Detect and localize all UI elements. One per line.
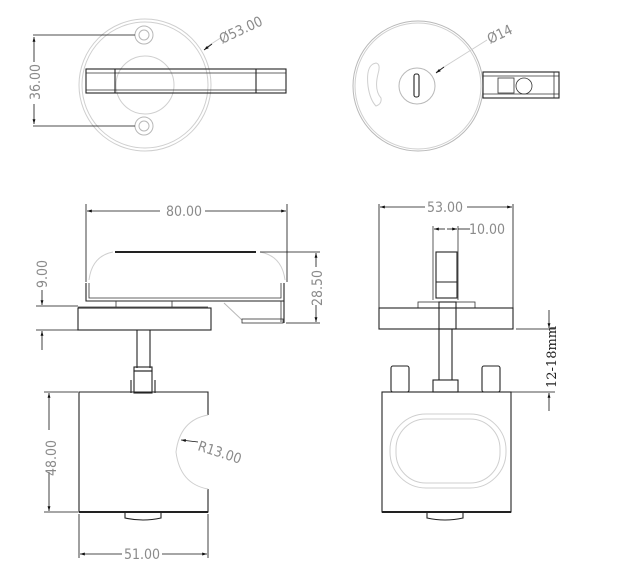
top-view-front: 36.00 Ø53.00 — [28, 14, 287, 152]
side-view: 80.00 9.00 28.50 — [35, 204, 326, 394]
dim-51: 51.00 — [124, 547, 160, 563]
end-view: 53.00 10.00 12-18mm — [378, 200, 560, 521]
top-view-back: Ø14 — [352, 20, 560, 152]
base-side: 48.00 R13.00 51.00 — [44, 391, 244, 563]
dim-dia14: Ø14 — [485, 22, 515, 47]
dim-28-5: 28.50 — [310, 270, 326, 306]
dim-r13: R13.00 — [196, 439, 244, 468]
dim-48: 48.00 — [44, 440, 60, 476]
dim-dia53: Ø53.00 — [217, 14, 265, 48]
dim-9: 9.00 — [35, 260, 51, 288]
dim-80: 80.00 — [166, 204, 202, 220]
dim-36: 36.00 — [28, 64, 44, 100]
dim-12-18: 12-18mm — [545, 326, 560, 388]
dim-53: 53.00 — [427, 200, 463, 216]
dim-10: 10.00 — [469, 222, 505, 238]
